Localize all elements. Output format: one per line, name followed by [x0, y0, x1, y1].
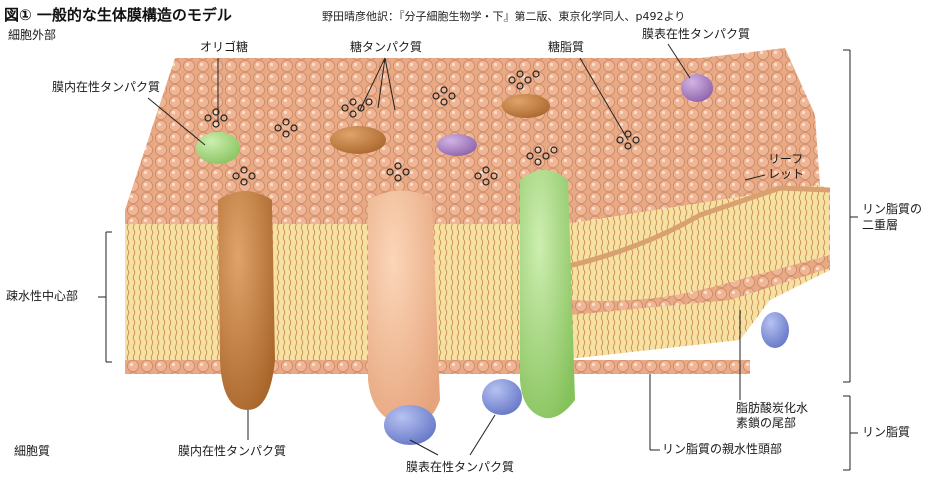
label-peripheral-bottom: 膜表在性タンパク質 — [406, 460, 514, 475]
label-cytoplasm: 細胞質 — [14, 444, 50, 459]
label-integral-bottom: 膜内在性タンパク質 — [178, 444, 286, 459]
label-tail-1: 脂肪酸炭化水 — [736, 401, 808, 416]
green-protein-top — [196, 132, 240, 164]
peripheral-protein-blue-2 — [482, 379, 522, 415]
label-oligosaccharide: オリゴ糖 — [200, 40, 248, 55]
label-tail-2: 素鎖の尾部 — [736, 416, 796, 431]
peripheral-protein-blue-3 — [761, 312, 789, 348]
integral-protein-brown — [218, 191, 275, 410]
label-bilayer-2: 二重層 — [862, 218, 898, 233]
glycolipid-blob — [502, 94, 550, 118]
hydrophobic-core — [125, 222, 565, 362]
label-glycolipid: 糖脂質 — [548, 40, 584, 55]
label-bilayer-1: リン脂質の — [862, 202, 922, 217]
label-glycoprotein: 糖タンパク質 — [350, 40, 422, 55]
peripheral-protein-purple-mid — [437, 134, 477, 156]
label-phospholipid: リン脂質 — [862, 425, 910, 440]
lower-head-row — [125, 360, 570, 374]
label-integral-top: 膜内在性タンパク質 — [52, 80, 160, 95]
integral-protein-peach — [368, 190, 440, 425]
peripheral-protein-purple-top — [681, 74, 713, 102]
peripheral-protein-blue-1 — [384, 405, 436, 445]
figure-title: 図① 一般的な生体膜構造のモデル — [4, 4, 232, 25]
label-leaflet-2: レット — [768, 167, 804, 182]
integral-protein-green — [520, 170, 575, 418]
glycoprotein-blob — [330, 126, 386, 154]
label-hydrophilic-head: リン脂質の親水性頭部 — [662, 442, 782, 457]
label-hydrophobic: 疎水性中心部 — [6, 289, 78, 304]
upper-head-row — [125, 210, 565, 224]
label-peripheral-top: 膜表在性タンパク質 — [642, 27, 750, 42]
label-outside: 細胞外部 — [8, 28, 56, 43]
figure-source: 野田晴彦他訳：『分子細胞生物学・下』第二版、東京化学同人、p492より — [322, 8, 685, 24]
label-leaflet-1: リーフ — [768, 152, 803, 167]
